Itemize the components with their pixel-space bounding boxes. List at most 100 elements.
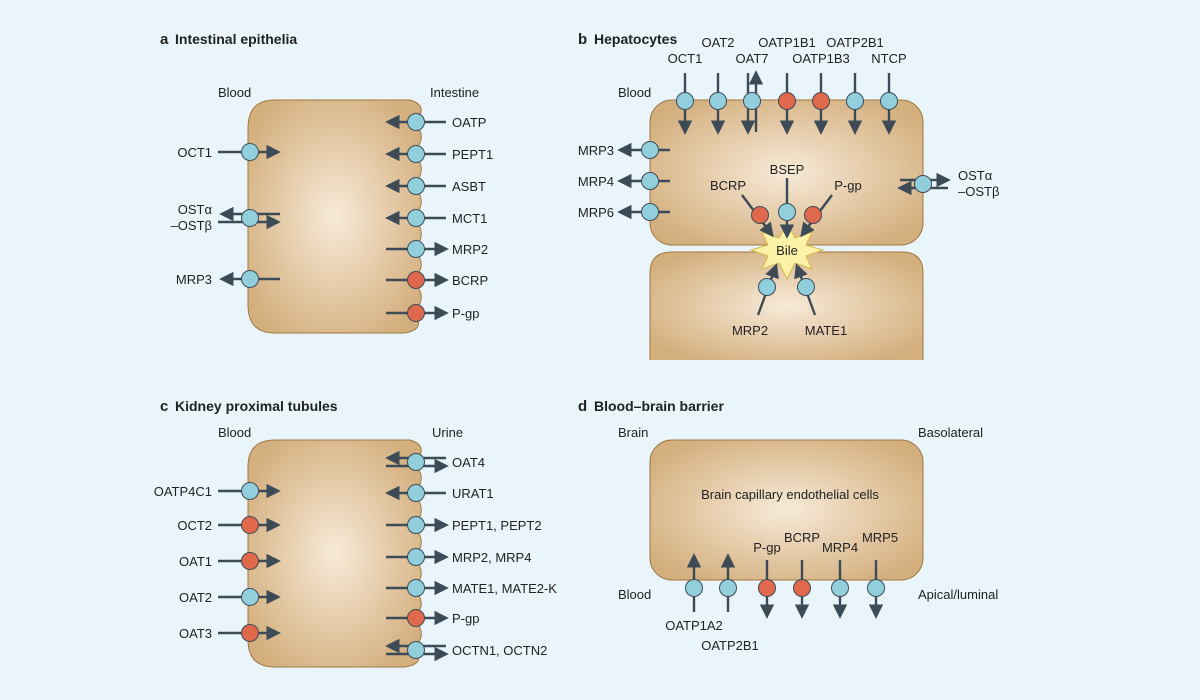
panel-d-mrp4-label: MRP4 xyxy=(822,540,858,555)
panel-c-oat1-transporter xyxy=(241,552,259,570)
panel-b-canalicular-bsep-label: BSEP xyxy=(770,162,805,177)
panel-d-bcrp-label: BCRP xyxy=(784,530,820,545)
panel-b-oatp1b3-transporter xyxy=(812,92,830,110)
panel-b-blood-label: Blood xyxy=(618,85,651,100)
panel-c-mate1-mate2-k-transporter xyxy=(407,579,425,597)
panel-d-apical-label: Apical/luminal xyxy=(918,587,998,602)
panel-b-canalicular-bcrp-label: BCRP xyxy=(710,178,746,193)
panel-b-mrp3-transporter xyxy=(641,141,659,159)
panel-a-mct1-transporter xyxy=(407,209,425,227)
panel-b-oct1-transporter xyxy=(676,92,694,110)
panel-a-bcrp-transporter xyxy=(407,271,425,289)
panel-c-letter: c xyxy=(160,398,168,415)
panel-c-mrp2-mrp4-transporter xyxy=(407,548,425,566)
panel-d-title: Blood–brain barrier xyxy=(594,398,724,414)
panel-c-oat4-transporter xyxy=(407,453,425,471)
panel-c-urat1-transporter xyxy=(407,484,425,502)
panel-a-asbt-label: ASBT xyxy=(452,179,486,194)
panel-b: b Hepatocytes Blood Bile xyxy=(578,31,924,360)
panel-b-oatp2b1-transporter xyxy=(846,92,864,110)
panel-b-canalicular-p-gp-label: P-gp xyxy=(834,178,861,193)
panel-d-oatp2b1-label: OATP2B1 xyxy=(701,638,759,653)
panel-d-basolateral-label: Basolateral xyxy=(918,425,983,440)
panel-c-mate1-mate2-k-label: MATE1, MATE2-K xyxy=(452,581,557,596)
panel-c-p-gp-transporter xyxy=(407,609,425,627)
panel-a: a Intestinal epithelia Blood Intestine xyxy=(160,31,479,334)
panel-a-oct1-label: OCT1 xyxy=(177,145,212,160)
panel-c-pept1-pept2-transporter xyxy=(407,516,425,534)
panel-b-oatp1b1-label: OATP1B1 xyxy=(758,35,816,50)
panel-d-p-gp-label: P-gp xyxy=(753,540,780,555)
endothelial-cell xyxy=(649,439,924,581)
panel-b-mrp6-label: MRP6 xyxy=(578,205,614,220)
panel-c-title: Kidney proximal tubules xyxy=(175,398,338,414)
panel-b-title: Hepatocytes xyxy=(594,31,677,47)
panel-a-intestine-label: Intestine xyxy=(430,85,479,100)
panel-b-ntcp-transporter xyxy=(880,92,898,110)
panel-a-oct1-transporter xyxy=(241,143,259,161)
panel-c-oatp4c1-transporter xyxy=(241,482,259,500)
panel-c-pept1-pept2-label: PEPT1, PEPT2 xyxy=(452,518,542,533)
panel-d-oatp1a2-transporter xyxy=(685,579,703,597)
transporters: OCT1OSTα–OSTβMRP3OATPPEPT1ASBTMCT1MRP2BC… xyxy=(154,35,999,662)
panel-d-bcrp-transporter xyxy=(793,579,811,597)
panel-d-letter: d xyxy=(578,398,587,415)
panel-a-pept1-transporter xyxy=(407,145,425,163)
panel-a-oatp-label: OATP xyxy=(452,115,486,130)
panel-c-oat2-label: OAT2 xyxy=(179,590,212,605)
panel-d-brain-label: Brain xyxy=(618,425,648,440)
panel-d: d Blood–brain barrier Brain Basolateral … xyxy=(578,398,998,602)
panel-a-mrp3-transporter xyxy=(241,270,259,288)
panel-b-oct1-label: OCT1 xyxy=(668,51,703,66)
panel-c-oatp4c1-label: OATP4C1 xyxy=(154,484,212,499)
panel-a-asbt-transporter xyxy=(407,177,425,195)
panel-b-ost-label: OSTα xyxy=(958,168,993,183)
panel-b-oat2-transporter xyxy=(709,92,727,110)
panel-c-oct2-transporter xyxy=(241,516,259,534)
panel-a-mct1-label: MCT1 xyxy=(452,211,487,226)
panel-c-urat1-label: URAT1 xyxy=(452,486,494,501)
panel-c-mrp2-mrp4-label: MRP2, MRP4 xyxy=(452,550,531,565)
panel-c: c Kidney proximal tubules Blood Urine xyxy=(160,398,463,668)
panel-c-urine-label: Urine xyxy=(432,425,463,440)
panel-c-oat2-transporter xyxy=(241,588,259,606)
panel-b-oatp2b1-label: OATP2B1 xyxy=(826,35,884,50)
panel-b-canalicular-mate1-transporter xyxy=(797,278,815,296)
bile-label: Bile xyxy=(776,243,798,258)
panel-a-bcrp-label: BCRP xyxy=(452,273,488,288)
panel-b-ntcp-label: NTCP xyxy=(871,51,906,66)
panel-b-canalicular-bcrp-transporter xyxy=(751,206,769,224)
panel-a-mrp2-label: MRP2 xyxy=(452,242,488,257)
panel-b-oat7-label: OAT7 xyxy=(736,51,769,66)
panel-a-blood-label: Blood xyxy=(218,85,251,100)
panel-a-cell xyxy=(247,99,422,334)
panel-b-oat2-label: OAT2 xyxy=(702,35,735,50)
panel-b-canalicular-p-gp-transporter xyxy=(804,206,822,224)
panel-a-ost-transporter xyxy=(241,209,259,227)
panel-a-mrp2-transporter xyxy=(407,240,425,258)
panel-a-title: Intestinal epithelia xyxy=(175,31,297,47)
panel-d-oatp2b1-transporter xyxy=(719,579,737,597)
panel-d-mrp5-transporter xyxy=(867,579,885,597)
panel-b-mrp4-transporter xyxy=(641,172,659,190)
panel-b-ost-transporter xyxy=(914,175,932,193)
panel-a-pept1-label: PEPT1 xyxy=(452,147,493,162)
panel-c-oct2-label: OCT2 xyxy=(177,518,212,533)
panel-b-oat7-transporter xyxy=(743,92,761,110)
panel-b-canalicular-mrp2-transporter xyxy=(758,278,776,296)
panel-d-mrp4-transporter xyxy=(831,579,849,597)
panel-d-mrp5-label: MRP5 xyxy=(862,530,898,545)
panel-c-blood-label: Blood xyxy=(218,425,251,440)
endothelial-cell-label: Brain capillary endothelial cells xyxy=(701,487,879,502)
panel-c-octn1-octn2-transporter xyxy=(407,641,425,659)
panel-c-oat3-label: OAT3 xyxy=(179,626,212,641)
panel-c-oat3-transporter xyxy=(241,624,259,642)
panel-a-letter: a xyxy=(160,31,169,48)
panel-b-mrp4-label: MRP4 xyxy=(578,174,614,189)
panel-d-oatp1a2-label: OATP1A2 xyxy=(665,618,723,633)
panel-b-oatp1b1-transporter xyxy=(778,92,796,110)
panel-d-p-gp-transporter xyxy=(758,579,776,597)
panel-b-mrp3-label: MRP3 xyxy=(578,143,614,158)
panel-b-canalicular-bsep-transporter xyxy=(778,203,796,221)
